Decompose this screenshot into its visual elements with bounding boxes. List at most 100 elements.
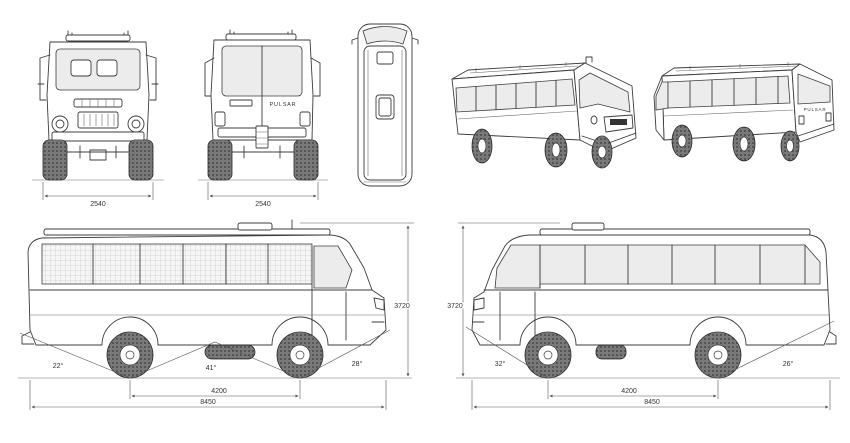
rear-width-label: 2540 bbox=[255, 201, 271, 208]
spare-tire bbox=[204, 344, 256, 360]
side-windows bbox=[667, 75, 791, 109]
roof-ac-unit bbox=[571, 222, 605, 231]
tire-left bbox=[207, 139, 233, 181]
grille-badge bbox=[610, 119, 627, 125]
height-label: 3720 bbox=[447, 303, 463, 310]
rear-brand-badge: PULSAR bbox=[270, 102, 297, 108]
window-pillars bbox=[475, 79, 557, 112]
tire-left bbox=[42, 139, 68, 181]
length-label: 8450 bbox=[200, 399, 216, 406]
window-band bbox=[41, 243, 313, 285]
rear-angle-line bbox=[19, 332, 131, 379]
length-extension-lines bbox=[29, 380, 387, 410]
front-angle-label: 28° bbox=[352, 360, 363, 368]
grille-slots bbox=[83, 114, 115, 126]
rear-step bbox=[21, 331, 35, 345]
side-windows bbox=[455, 78, 576, 113]
roof-panel bbox=[363, 45, 407, 181]
wheelbase-label: 4200 bbox=[211, 388, 227, 395]
front-width-label: 2540 bbox=[90, 201, 106, 208]
left-side-view: 22° 41° 28° 3720 4200 8450 bbox=[18, 219, 414, 410]
rear-angle-label: 26° bbox=[783, 360, 794, 368]
tail-light-right bbox=[299, 111, 311, 127]
rear-wheel-right-hub bbox=[786, 139, 794, 153]
wheelbase-extension-lines bbox=[129, 380, 301, 399]
tire-right bbox=[293, 139, 319, 181]
wheelbase-label: 4200 bbox=[621, 388, 637, 395]
headlight-right-inner bbox=[131, 119, 141, 129]
breakover-angle-lines bbox=[129, 341, 301, 379]
roof-hatch bbox=[375, 94, 395, 120]
ladder-rungs bbox=[256, 131, 268, 145]
roof-light-bar bbox=[65, 34, 131, 42]
side-windows bbox=[539, 244, 821, 285]
rear-view: PULSAR 2540 bbox=[198, 29, 328, 210]
belt-line bbox=[663, 109, 794, 117]
front-lights bbox=[472, 297, 485, 323]
top-view bbox=[351, 23, 419, 187]
front-angle-label: 32° bbox=[495, 360, 506, 368]
rear-wheel-center bbox=[125, 350, 135, 360]
windshield-window-right bbox=[96, 59, 118, 77]
front-door bbox=[311, 245, 347, 341]
front-angle-line bbox=[465, 326, 549, 379]
front-wheel-center bbox=[295, 350, 305, 360]
tail-light-left bbox=[214, 111, 226, 127]
roof-rack bbox=[225, 33, 297, 41]
roof-rack bbox=[469, 62, 579, 74]
roof-rack bbox=[43, 228, 331, 236]
length-extension-lines bbox=[471, 380, 831, 410]
rear-wheel-left-hub bbox=[739, 136, 749, 152]
headlight-left-inner bbox=[55, 119, 65, 129]
front-door bbox=[499, 291, 536, 341]
top-mirrors bbox=[351, 37, 419, 45]
rear-axle bbox=[231, 145, 295, 159]
width-extension-lines bbox=[42, 182, 154, 200]
roof-ac-unit bbox=[237, 222, 273, 231]
length-label: 8450 bbox=[644, 399, 660, 406]
front-perspective-view bbox=[451, 56, 637, 169]
rear-bumper bbox=[797, 123, 835, 137]
rear-step bbox=[825, 331, 837, 345]
front-lights bbox=[371, 297, 385, 323]
rear-wheel-center bbox=[713, 350, 723, 360]
front-wheel-center bbox=[543, 350, 553, 360]
rear-wheel-hub bbox=[477, 138, 487, 154]
height-label: 3720 bbox=[394, 303, 410, 310]
rear-ladder bbox=[255, 125, 269, 149]
mirror-left bbox=[204, 57, 215, 97]
roof-rack bbox=[675, 62, 797, 72]
light-bar-cells bbox=[81, 99, 115, 107]
front-wheel-left-hub bbox=[551, 142, 561, 158]
roof-hatch-inner bbox=[378, 97, 392, 117]
front-view: 2540 bbox=[32, 30, 164, 210]
windshield-window-left bbox=[70, 59, 92, 77]
roof-beacon bbox=[585, 56, 593, 64]
cab-side-window bbox=[313, 245, 353, 289]
width-extension-lines bbox=[207, 182, 319, 200]
front-wheel-hub bbox=[677, 134, 687, 148]
tire-right bbox=[128, 139, 154, 181]
windshield bbox=[578, 72, 631, 113]
top-windshield bbox=[362, 26, 408, 45]
window-pillars bbox=[539, 244, 806, 289]
rear-perspective-view: PULSAR bbox=[653, 62, 835, 162]
rear-angle-line bbox=[717, 320, 835, 379]
right-side-view: 32° 26° 3720 4200 8450 bbox=[446, 222, 840, 410]
front-axle bbox=[65, 145, 129, 161]
mirror-right bbox=[145, 54, 159, 101]
window-pillars bbox=[689, 76, 779, 108]
roof-side-rails bbox=[367, 50, 403, 176]
rear-window bbox=[797, 73, 831, 105]
belt-line bbox=[457, 110, 578, 120]
headlight bbox=[590, 115, 598, 125]
plate-recess bbox=[229, 99, 253, 107]
rear-angle-label: 22° bbox=[53, 362, 64, 370]
front-roof-hatch bbox=[376, 51, 394, 65]
tail-light-right bbox=[825, 112, 832, 122]
front-wheel-right-hub bbox=[597, 145, 607, 159]
front-bumper bbox=[51, 131, 145, 142]
window-pillars bbox=[92, 243, 269, 285]
mirror-left bbox=[37, 54, 51, 101]
